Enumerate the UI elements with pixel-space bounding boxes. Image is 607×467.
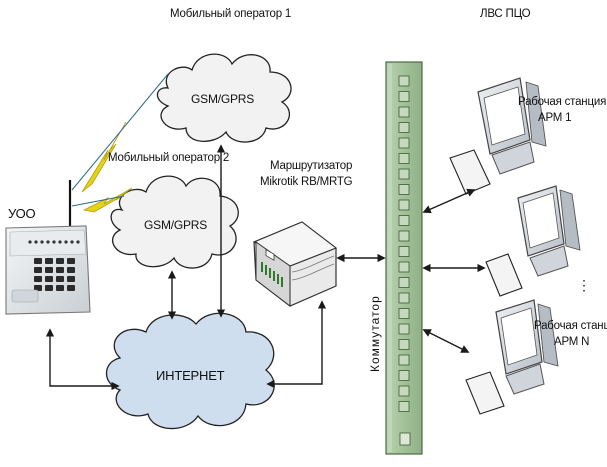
keypad-key <box>56 267 64 273</box>
switch-port <box>398 308 410 319</box>
connection-arrows <box>45 144 486 391</box>
keypad-key <box>67 267 75 273</box>
switch-ports <box>398 75 410 412</box>
keypad-key <box>56 285 64 291</box>
switch-port <box>398 168 410 180</box>
internet-label: ИНТЕРНЕТ <box>156 368 225 383</box>
lightning-icon <box>81 121 127 193</box>
switch-port <box>398 261 410 273</box>
keypad-key <box>67 285 75 291</box>
ws1-label-line2: АРМ 1 <box>538 112 572 124</box>
indicator-led <box>34 240 38 244</box>
device-keypad <box>34 258 75 291</box>
keypad-key <box>34 267 42 273</box>
switch-port <box>398 122 410 133</box>
operator-2-label: Мобильный оператор 2 <box>108 152 230 164</box>
switch-port <box>398 153 410 164</box>
uoo-device <box>5 180 91 315</box>
ws1-label-line1: Рабочая станция <box>518 96 607 108</box>
switch-port <box>398 215 410 226</box>
indicator-led <box>64 240 68 244</box>
gsm-cloud-operator-2 <box>110 175 239 269</box>
router-label-line1: Маршрутизатор <box>270 160 353 172</box>
indicator-led <box>40 240 44 244</box>
internet-cloud <box>105 312 275 430</box>
switch-port <box>398 137 410 149</box>
ellipsis-more-workstations: ⋮ <box>577 277 591 293</box>
indicator-led <box>52 240 56 244</box>
switch-port <box>398 91 410 102</box>
switch-port <box>398 370 410 381</box>
operator-1-label: Мобильный оператор 1 <box>170 8 292 20</box>
switch-port <box>398 106 410 118</box>
workstation-n <box>465 299 559 415</box>
keypad-key <box>56 258 64 264</box>
gsm-label-2: GSM/GPRS <box>144 218 208 232</box>
switch-port <box>398 199 410 211</box>
switch-port <box>398 354 410 366</box>
arrow-router-internet <box>266 300 327 389</box>
switch-port <box>398 75 410 87</box>
lan-label: ЛВС ПЦО <box>480 8 531 20</box>
keypad-key <box>45 267 53 273</box>
workstation-1 <box>449 77 547 195</box>
arrow-switch-ws1 <box>422 188 476 214</box>
indicator-led <box>46 240 50 244</box>
keyboard-icon <box>485 253 523 297</box>
keypad-key <box>45 258 53 264</box>
keypad-key <box>34 285 42 291</box>
indicator-led <box>28 240 32 244</box>
switch-commutator <box>385 61 423 455</box>
keypad-key <box>45 285 53 291</box>
switch-port <box>398 385 410 397</box>
switch-port <box>398 230 410 242</box>
keypad-key <box>67 276 75 282</box>
indicator-led <box>70 240 74 244</box>
keypad-key <box>45 276 53 282</box>
keyboard-icon <box>465 371 505 415</box>
switch-port <box>398 246 410 257</box>
switch-port <box>398 339 410 350</box>
switch-port <box>398 277 410 288</box>
link-device-gsm2 <box>71 195 125 207</box>
switch-port <box>398 292 410 304</box>
keypad-key <box>34 276 42 282</box>
wsn-label-line2: АРМ N <box>554 336 590 348</box>
router-mikrotik <box>252 221 338 308</box>
router-label-line2: Mikrotik RB/MRTG <box>260 176 353 188</box>
switch-bottom-port <box>399 432 411 446</box>
keypad-key <box>56 276 64 282</box>
uoo-label: УОО <box>8 206 36 221</box>
switch-port <box>398 184 410 195</box>
keyboard-icon <box>449 149 491 195</box>
keypad-key <box>34 258 42 264</box>
keypad-key <box>67 258 75 264</box>
indicator-led <box>76 240 80 244</box>
arrow-switch-wsn <box>422 329 470 353</box>
indicator-led <box>58 240 62 244</box>
arrow-device-internet <box>45 328 120 391</box>
switch-label: Коммутатор <box>368 295 382 372</box>
device-indicators <box>28 240 80 244</box>
link-device-gsm1 <box>71 73 169 191</box>
workstation-2 <box>485 185 581 297</box>
gsm-cloud-operator-1 <box>156 53 292 143</box>
router-ports <box>261 262 283 287</box>
switch-port <box>398 323 410 335</box>
gsm-label-1: GSM/GPRS <box>191 92 255 106</box>
wsn-label-line1: Рабочая станция <box>534 320 607 332</box>
switch-port <box>398 401 410 412</box>
